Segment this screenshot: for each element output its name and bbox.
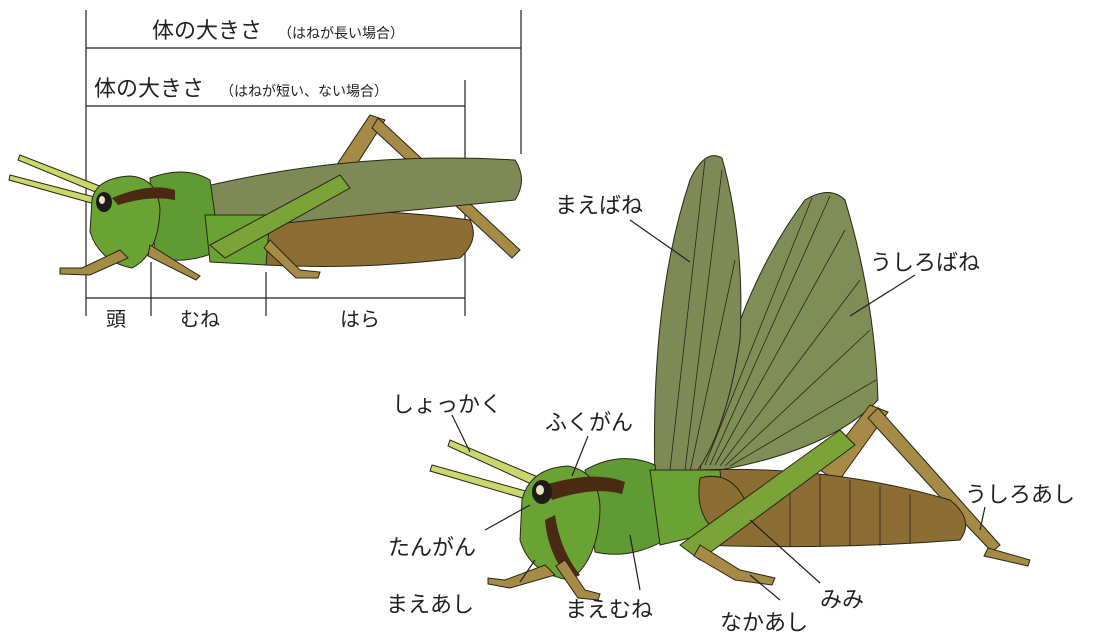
middle-leg-label: なかあし xyxy=(720,611,808,636)
segment-head-label: 頭 xyxy=(106,307,126,331)
forewing-label: まえばね xyxy=(555,194,643,219)
segment-abdomen-label: はら xyxy=(340,307,380,331)
ear-label: みみ xyxy=(820,588,864,613)
size-long-note: （はねが長い場合） xyxy=(278,26,404,42)
middle-leg-shape xyxy=(694,545,775,585)
compound-eye-label: ふくがん xyxy=(545,411,633,436)
hindleg-tarsus xyxy=(984,548,1030,566)
segment-thorax-label: むね xyxy=(180,307,220,331)
hind-leg-label: うしろあし xyxy=(965,483,1075,508)
antenna-label: しょっかく xyxy=(392,393,502,418)
size-short-note: （はねが短い、ない場合） xyxy=(220,84,388,100)
small-foreleg xyxy=(60,250,128,275)
hindwing-label: うしろばね xyxy=(870,251,980,276)
foreleg-label: まえあし xyxy=(386,593,474,618)
foreleg-shape xyxy=(488,565,555,588)
prothorax-label: まえむね xyxy=(565,598,653,623)
size-diagram: 体の大きさ （はねが長い場合） 体の大きさ （はねが短い、ない場合） 頭 むね … xyxy=(9,10,522,331)
simple-eye-label: たんがん xyxy=(388,536,476,561)
size-long-title: 体の大きさ xyxy=(152,19,262,44)
size-short-title: 体の大きさ xyxy=(94,77,204,102)
